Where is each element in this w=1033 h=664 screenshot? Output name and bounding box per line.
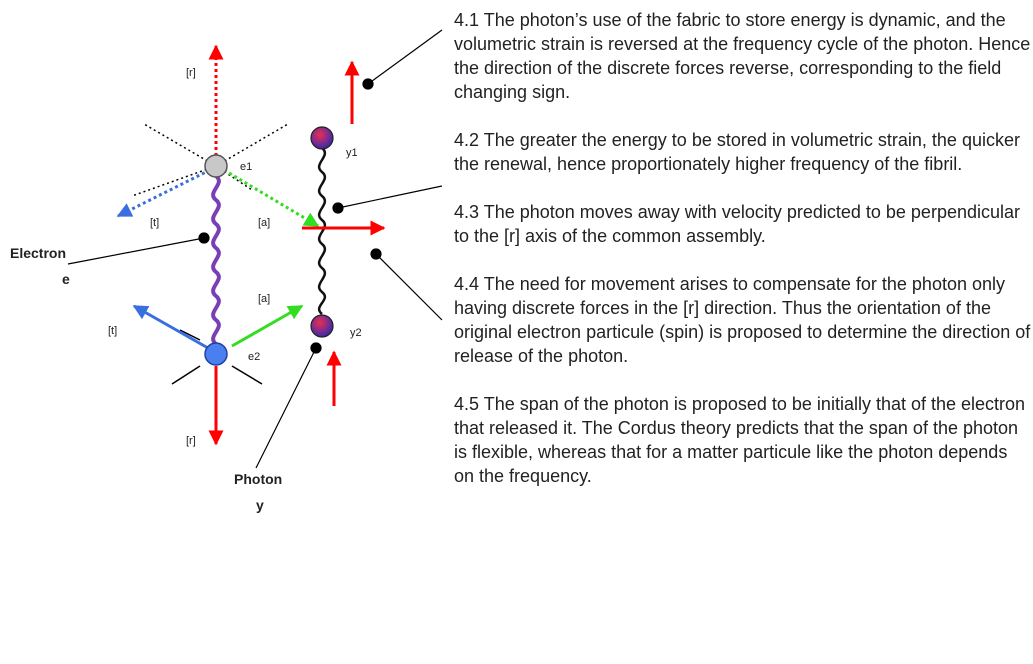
e1-node: [204, 154, 228, 178]
label-t-lower: [t]: [108, 325, 117, 337]
e1-t-dashed-arrow: [116, 168, 211, 218]
label-y1: y1: [346, 147, 358, 159]
explanation-notes: 4.1 The photon’s use of the fabric to st…: [454, 8, 1032, 512]
e2-a-arrow: [231, 304, 304, 348]
e1-field-spokes: [131, 123, 289, 197]
electron-photon-diagram: [r] e1 [t] [a] [a] [t] e2 [r] y1 y2 Elec…: [10, 29, 443, 513]
electron-label: Electron: [10, 245, 66, 261]
callout-leaders: [67, 29, 443, 469]
photon-label: Photon: [234, 471, 282, 487]
note-4-3: 4.3 The photon moves away with velocity …: [454, 202, 1020, 246]
photon-symbol: y: [256, 497, 264, 513]
label-r-top: [r]: [186, 67, 196, 79]
e2-node: [204, 342, 228, 366]
e1-a-dashed-arrow: [223, 168, 320, 228]
label-e2: e2: [248, 351, 260, 363]
electron-fibril: [211, 174, 221, 346]
label-t-upper: [t]: [150, 217, 159, 229]
label-e1: e1: [240, 161, 252, 173]
photon-fibril: [317, 147, 327, 315]
note-4-5: 4.5 The span of the photon is proposed t…: [454, 394, 1026, 486]
label-r-bottom: [r]: [186, 435, 196, 447]
label-a-lower: [a]: [258, 293, 270, 305]
label-y2: y2: [350, 327, 362, 339]
note-4-2: 4.2 The greater the energy to be stored …: [454, 130, 1020, 174]
note-4-4: 4.4 The need for movement arises to comp…: [454, 274, 1031, 366]
label-a-upper: [a]: [258, 217, 270, 229]
e2-t-arrow: [132, 304, 209, 350]
y2-node: [310, 314, 334, 338]
note-4-1: 4.1 The photon’s use of the fabric to st…: [454, 10, 1031, 102]
y1-node: [310, 126, 334, 150]
electron-symbol: e: [62, 271, 70, 287]
